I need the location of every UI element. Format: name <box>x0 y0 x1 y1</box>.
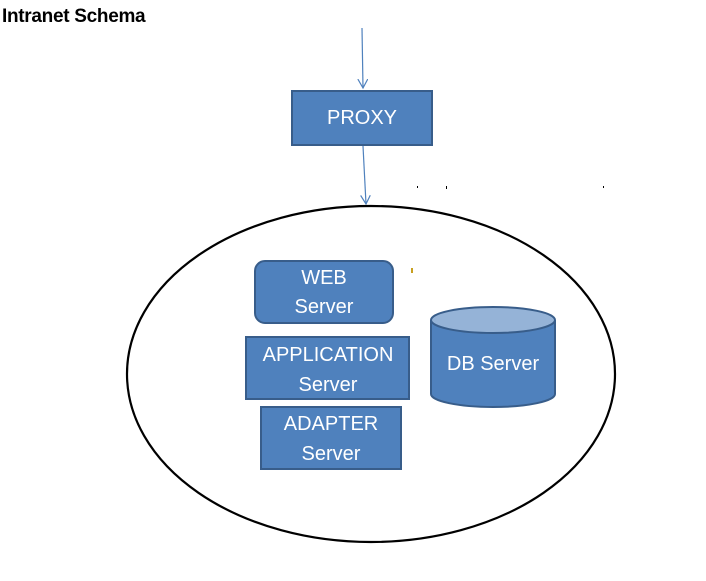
proxy-box <box>291 90 433 146</box>
proxy-to-intranet-arrow <box>363 145 366 204</box>
application-server-label-line1: APPLICATION <box>263 344 394 366</box>
db-server-node: DB Server <box>430 306 556 408</box>
application-server-node: APPLICATION Server <box>245 336 410 400</box>
db-server-cylinder-top <box>430 306 556 334</box>
incoming-arrow <box>362 27 363 88</box>
proxy-node: PROXY <box>291 90 433 146</box>
adapter-server-box <box>260 406 402 470</box>
stray-marks <box>411 186 604 273</box>
db-server-cylinder-body <box>430 320 556 408</box>
web-server-label-line2: Server <box>295 296 354 318</box>
application-server-box <box>245 336 410 400</box>
adapter-server-label-line1: ADAPTER <box>284 413 378 435</box>
intranet-boundary-ellipse <box>125 204 617 544</box>
web-server-node: WEB Server <box>254 260 394 324</box>
application-server-label-line2: Server <box>299 374 358 396</box>
web-server-label-line1: WEB <box>301 267 347 289</box>
proxy-label: PROXY <box>327 107 397 129</box>
adapter-server-label-line2: Server <box>302 443 361 465</box>
adapter-server-node: ADAPTER Server <box>260 406 402 470</box>
diagram-title: Intranet Schema <box>2 6 146 27</box>
web-server-box <box>254 260 394 324</box>
db-server-label: DB Server <box>447 353 540 375</box>
